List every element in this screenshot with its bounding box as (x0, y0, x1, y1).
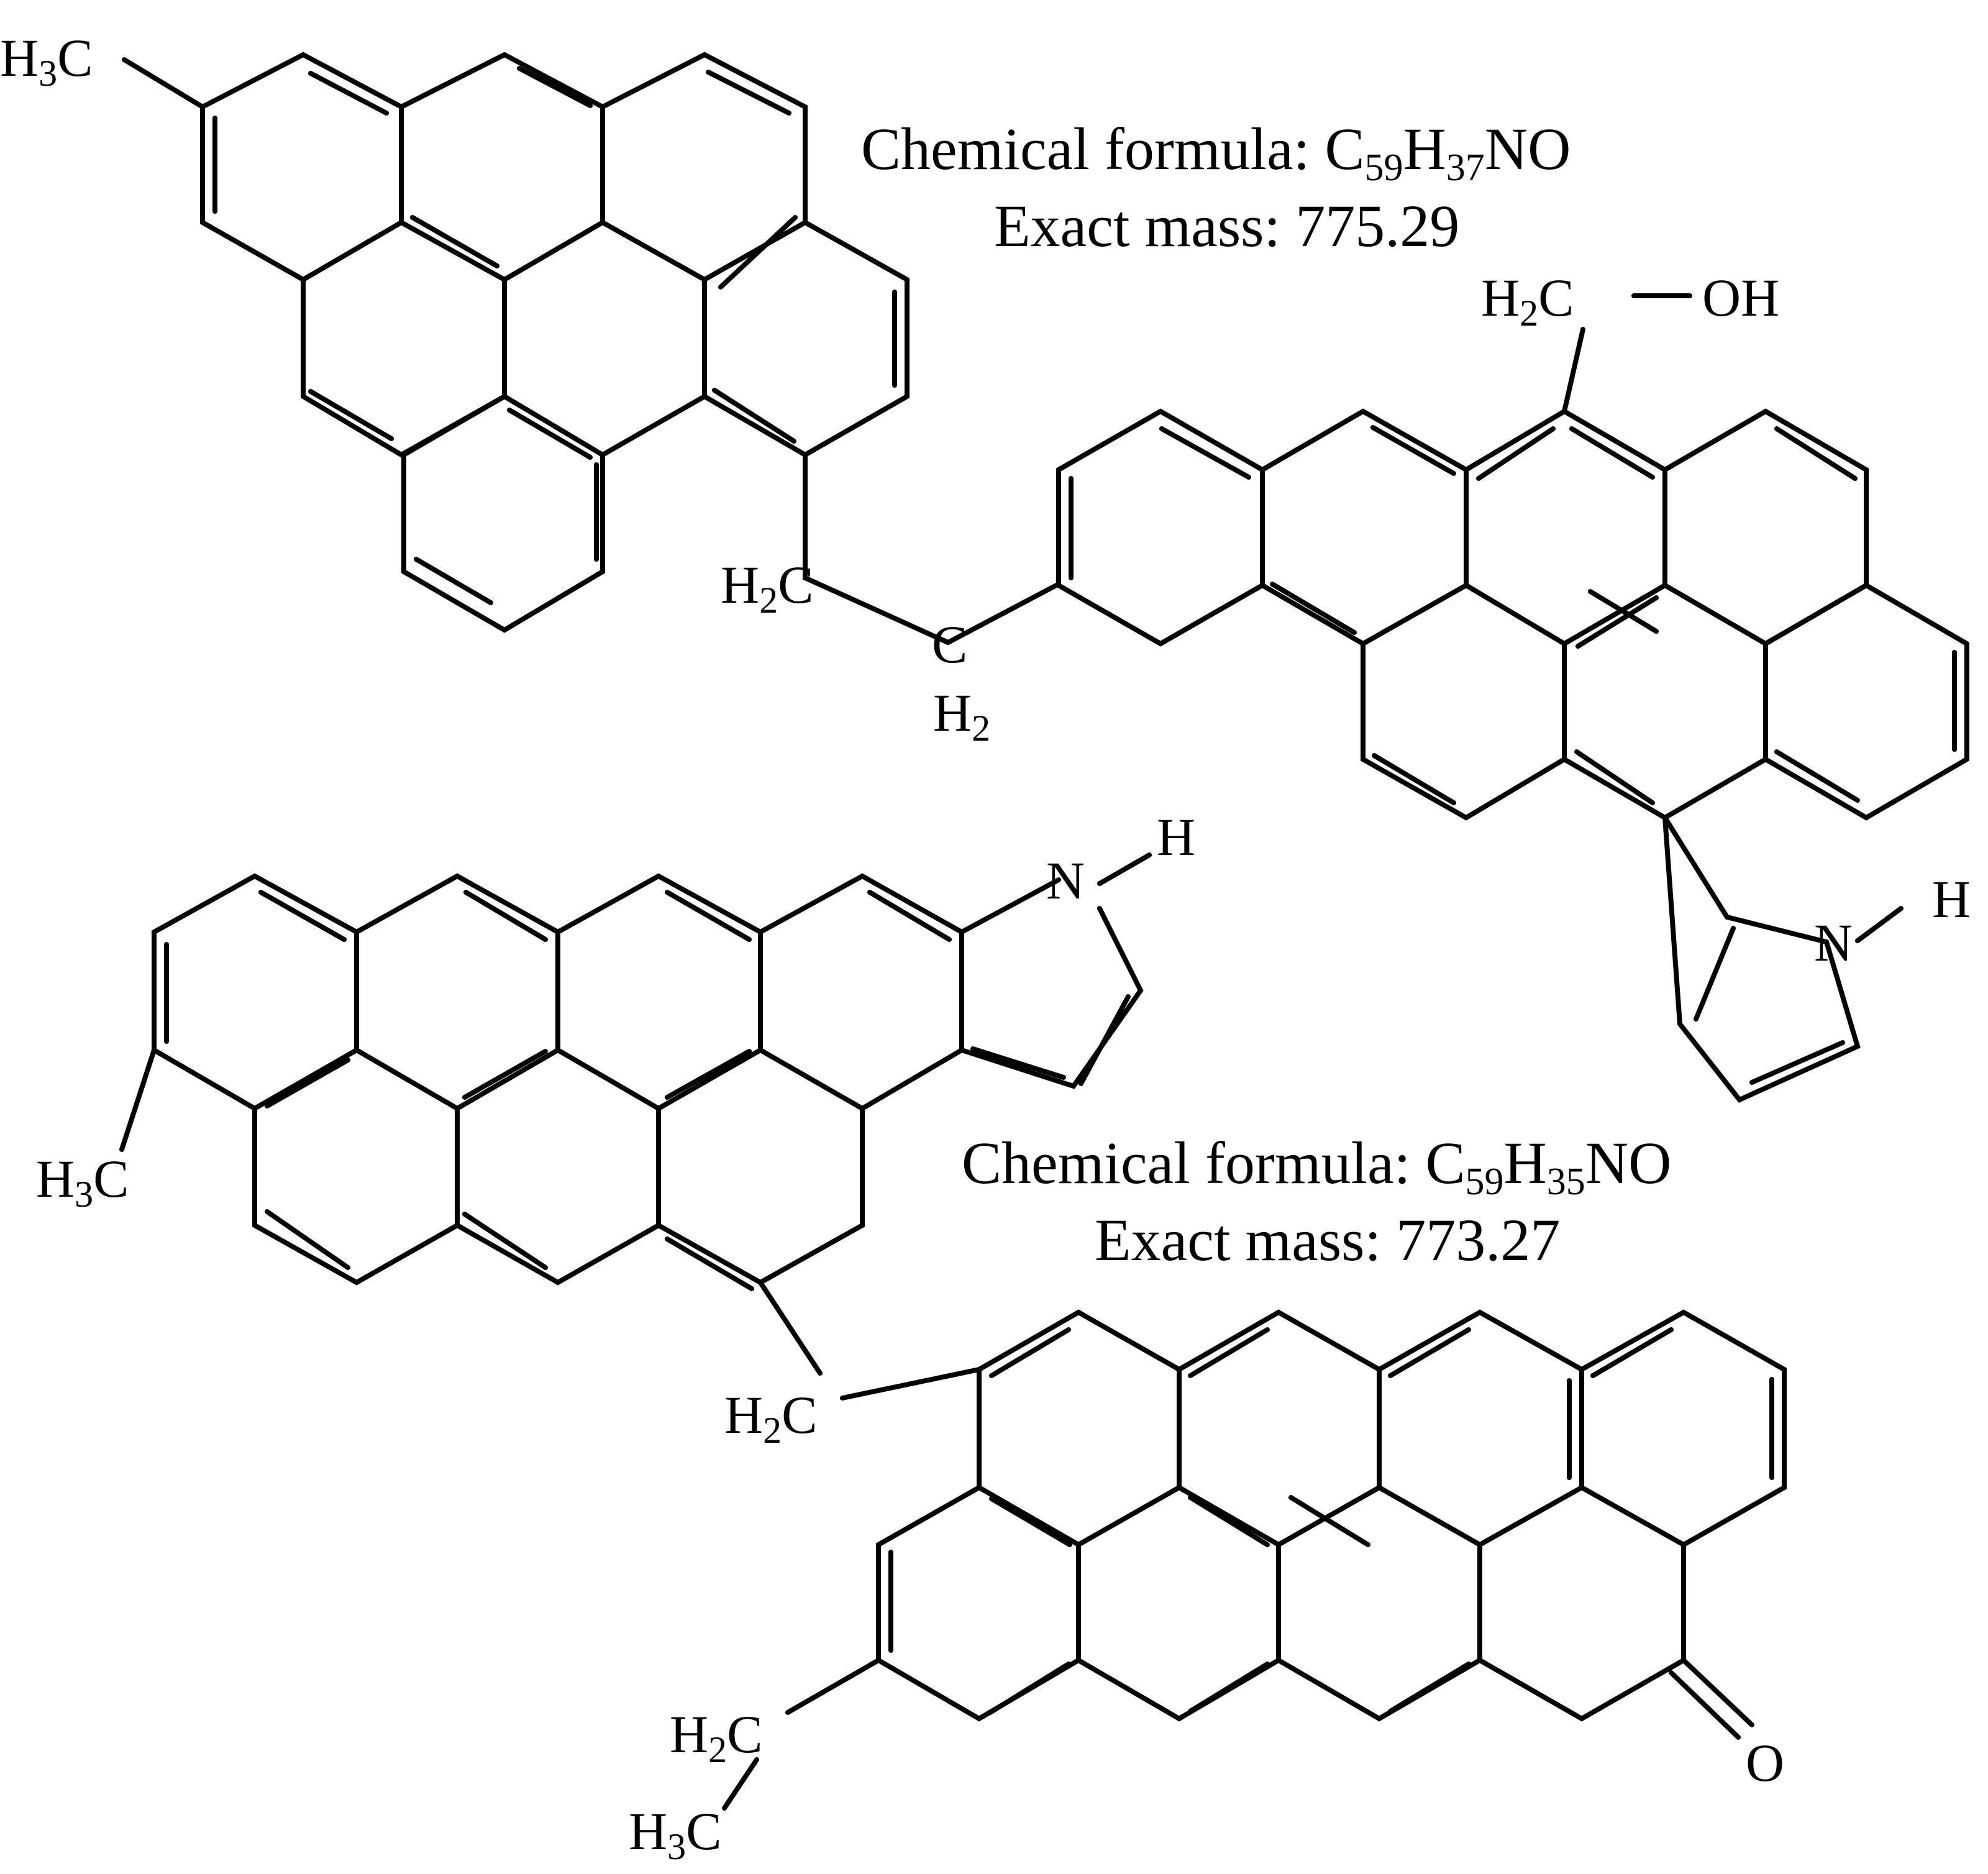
molecule-2-info: Chemical formula: C59H35NO Exact mass: 7… (962, 1130, 1671, 1273)
ch2-label-hydroxymethyl: H2C (1481, 268, 1574, 334)
atom-labels: H3C H2C C H2 H2C OH N H N H H3C (0, 28, 1971, 1867)
methyl-label-top: H3C (0, 28, 93, 94)
pyrrole-h-label: H (1932, 869, 1971, 929)
molecule-1-info: Chemical formula: C59H37NO Exact mass: 7… (861, 116, 1571, 259)
molecule-2-formula: Chemical formula: C59H35NO (962, 1130, 1671, 1203)
c-label-bridge: C (932, 615, 967, 674)
molecule-2-mass: Exact mass: 773.27 (1095, 1207, 1560, 1273)
fused-pyrrole-n-label: N (1046, 851, 1085, 910)
molecule-1-formula: Chemical formula: C59H37NO (861, 116, 1571, 189)
ketone-o-label: O (1746, 1733, 1784, 1793)
fused-pyrrole-h-label: H (1157, 807, 1195, 867)
ethyl-ch3-label: H3C (629, 1801, 721, 1867)
ch2-label-bridge: H2C (721, 555, 813, 621)
molecule-c-polycyclic-fragment (119, 852, 1152, 1401)
ch2-label-link: H2C (724, 1385, 817, 1451)
oh-label: OH (1702, 268, 1779, 327)
bond-skeleton (119, 52, 1969, 1811)
molecule-b-polycyclic-fragment (1056, 293, 1969, 1103)
methyl-label-left: H3C (36, 1149, 129, 1215)
ethyl-ch2-label: H2C (670, 1704, 762, 1770)
molecule-1-mass: Exact mass: 775.29 (994, 193, 1459, 259)
h2-label-bridge: H2 (933, 683, 990, 749)
molecule-a-pyrene-fragment (122, 52, 1061, 646)
molecule-d-polycyclic-fragment (722, 1309, 1787, 1811)
pyrrole-n-label: N (1814, 913, 1853, 972)
